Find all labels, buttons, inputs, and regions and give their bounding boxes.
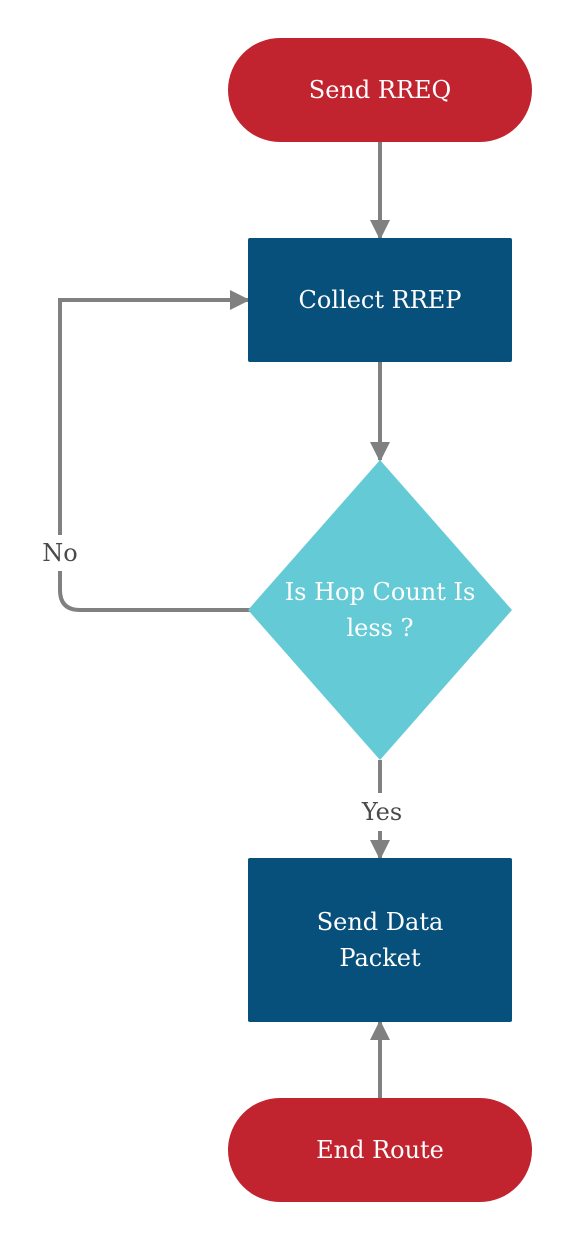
send-data-packet-label-line2: Packet bbox=[339, 944, 421, 972]
no-branch-label: No bbox=[34, 535, 86, 571]
hop-count-decision-label-line2: less ? bbox=[346, 614, 414, 642]
end-route-label: End Route bbox=[316, 1136, 444, 1164]
hop-count-decision-node: Is Hop Count Is less ? bbox=[248, 574, 512, 646]
yes-branch-label: Yes bbox=[352, 793, 412, 831]
collect-rrep-label: Collect RREP bbox=[298, 286, 462, 314]
connector-decision-no-branch bbox=[58, 290, 250, 612]
collect-rrep-node: Collect RREP bbox=[248, 238, 512, 362]
hop-count-decision-label-line1: Is Hop Count Is bbox=[284, 578, 476, 606]
send-rreq-node: Send RREQ bbox=[228, 38, 532, 142]
send-data-packet-process-shape bbox=[248, 858, 512, 1022]
end-route-node: End Route bbox=[228, 1098, 532, 1202]
send-data-packet-node: Send Data Packet bbox=[248, 858, 512, 1022]
send-rreq-terminal-shape bbox=[228, 38, 532, 142]
send-rreq-label: Send RREQ bbox=[308, 76, 452, 104]
end-route-terminal-shape bbox=[228, 1098, 532, 1202]
send-data-packet-label-line1: Send Data bbox=[316, 908, 444, 936]
collect-rrep-process-shape bbox=[248, 238, 512, 362]
hop-count-decision-shape bbox=[248, 460, 512, 760]
